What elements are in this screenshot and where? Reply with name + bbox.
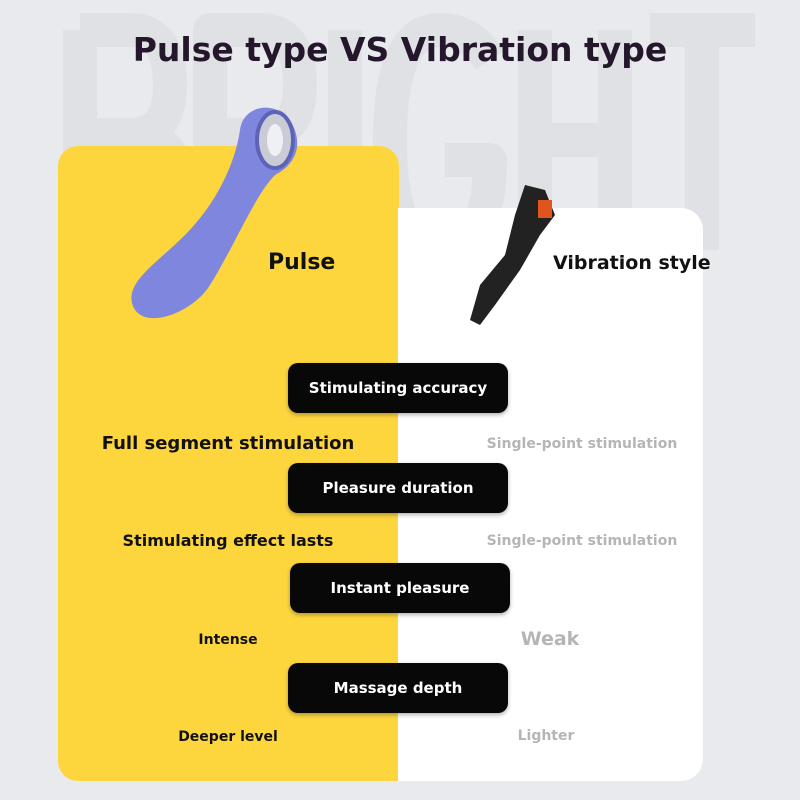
pulse-label: Pulse [268, 250, 336, 275]
category-pill: Stimulating accuracy [288, 363, 508, 413]
vibration-value: Weak [520, 628, 580, 650]
vibration-value: Single-point stimulation [486, 533, 678, 549]
pulse-value: Deeper level [178, 729, 278, 745]
category-pill: Massage depth [288, 663, 508, 713]
category-pill: Pleasure duration [288, 463, 508, 513]
pulse-value: Stimulating effect lasts [122, 531, 334, 550]
vibration-product-image [470, 185, 555, 325]
pulse-value: Full segment stimulation [101, 433, 355, 454]
page-title: Pulse type VS Vibration type [132, 30, 668, 69]
vibration-value: Lighter [517, 728, 575, 744]
pulse-product-image [131, 107, 298, 319]
category-pill: Instant pleasure [290, 563, 510, 613]
pulse-value: Intense [198, 632, 258, 648]
vibration-value: Single-point stimulation [486, 436, 678, 452]
vibration-label: Vibration style [553, 252, 711, 274]
